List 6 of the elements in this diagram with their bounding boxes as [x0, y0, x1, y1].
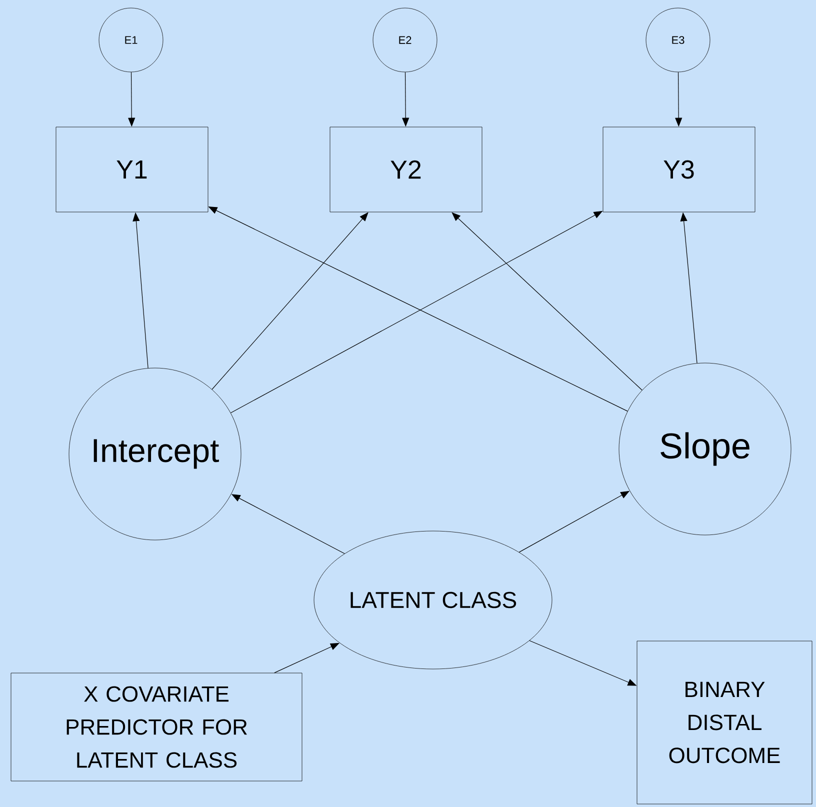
variable-box: Y2 [330, 126, 482, 212]
arrow [452, 212, 642, 390]
variable-box: Y3 [602, 126, 756, 212]
outcome-box: BINARY DISTAL OUTCOME [636, 640, 812, 804]
variable-box: Y1 [56, 126, 208, 212]
covariate-box: X COVARIATE PREDICTOR FOR LATENT CLASS [10, 672, 302, 782]
